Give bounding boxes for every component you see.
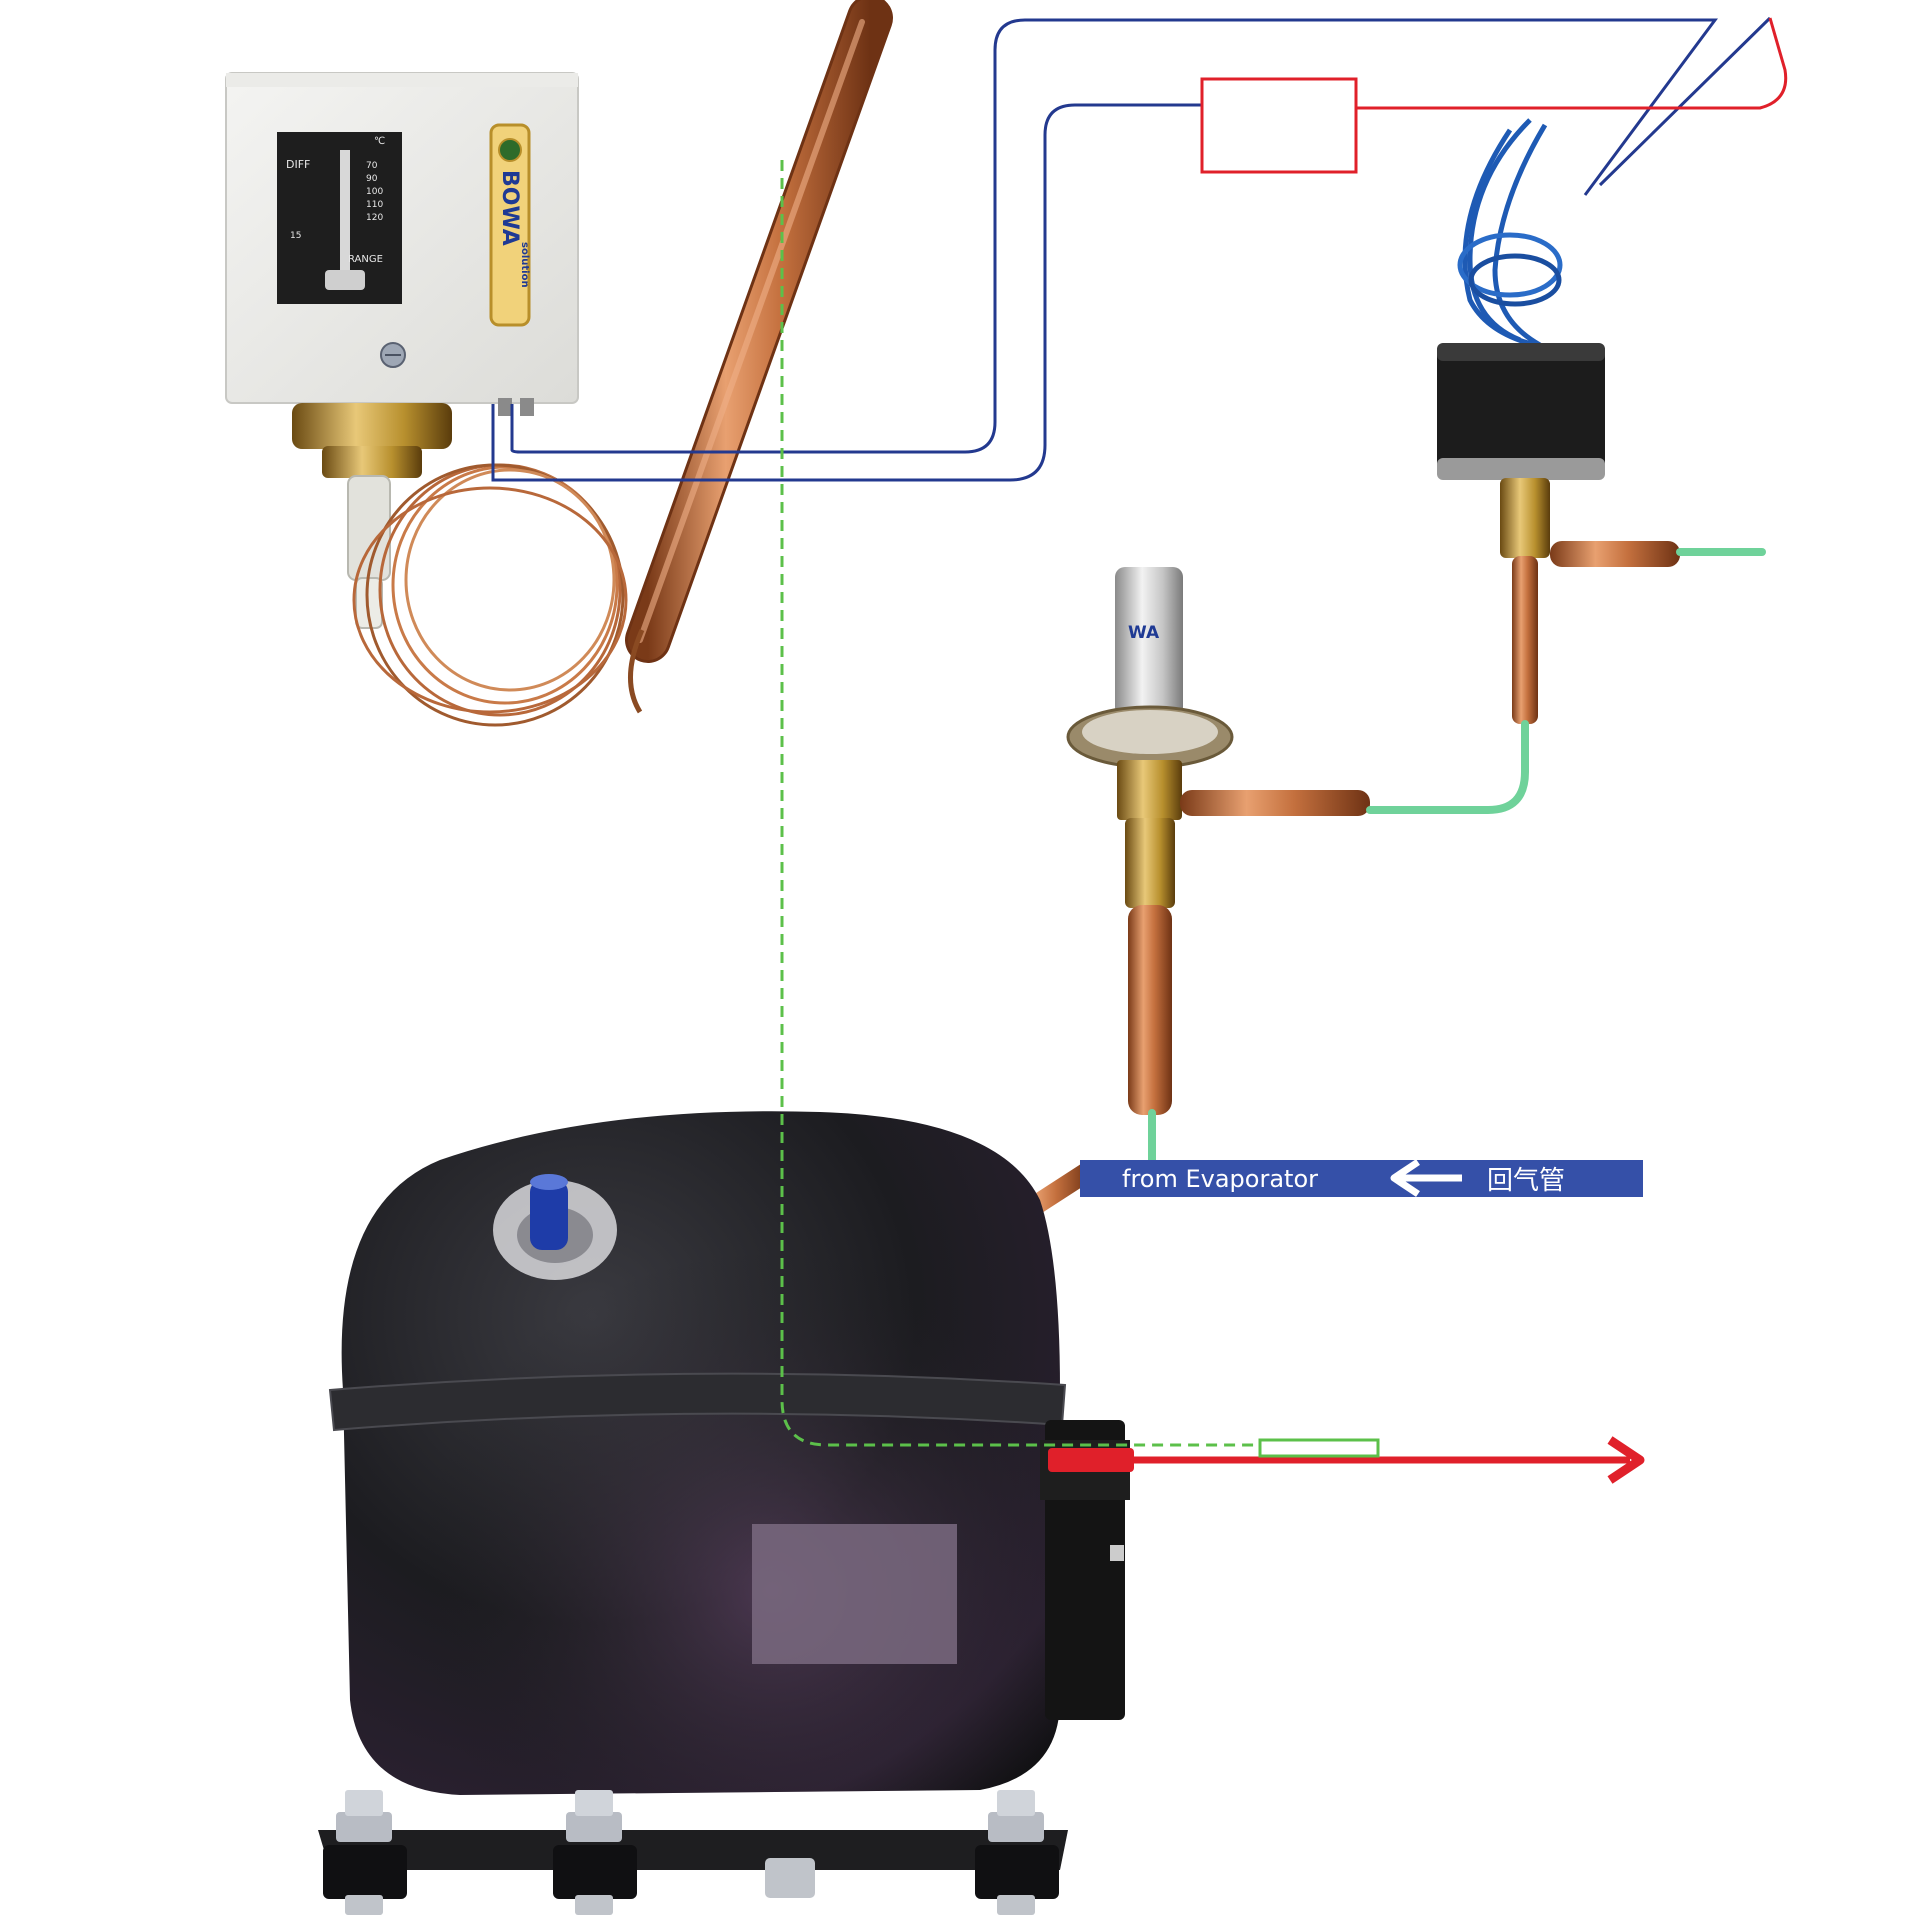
valve-brand: WA	[1128, 623, 1160, 643]
arrow-right-icon	[1607, 1436, 1645, 1484]
scale-value-0: 70	[366, 161, 378, 171]
scale-value-3: 110	[366, 200, 383, 210]
return-pipe-label-cn: 回气管	[1487, 1166, 1565, 1196]
dashed-capillary-line	[780, 160, 1260, 1447]
valve-side-port	[1180, 790, 1370, 816]
thermostat-brand-sub: solution	[519, 242, 530, 288]
relay-box	[1200, 77, 1358, 174]
sensing-bulb	[625, 0, 893, 714]
compressor	[318, 1111, 1130, 1915]
return-pipe-label: from Evaporator	[1122, 1165, 1318, 1193]
diff-label: DIFF	[286, 158, 310, 171]
red-wire	[1356, 17, 1788, 110]
discharge-line	[1048, 1436, 1645, 1484]
scale-value-2: 100	[366, 187, 383, 197]
mounting-feet	[323, 1790, 1059, 1915]
thermostat-switch: DIFF RANGE ℃ 70 90 100 110 120 15 BOWA s…	[225, 0, 893, 727]
range-label: RANGE	[348, 254, 383, 265]
solenoid-valve	[1437, 118, 1680, 724]
blue-wire-outer	[510, 18, 1718, 454]
compressor-label-plate	[752, 1524, 957, 1664]
solenoid-coil	[1437, 343, 1605, 471]
unit-label: ℃	[374, 136, 385, 147]
expansion-valve: WA	[1066, 567, 1370, 1115]
solenoid-lead-coil	[1457, 118, 1563, 353]
return-pipe-banner: from Evaporator 回气管	[1080, 1159, 1643, 1197]
green-connector-pipes	[1148, 548, 1766, 1169]
control-wiring	[491, 16, 1788, 482]
pipe-sensor	[1258, 1438, 1380, 1458]
compressor-top-port	[530, 1180, 568, 1250]
low-value: 15	[290, 231, 301, 241]
capillary-coil	[352, 463, 628, 727]
scale-value-4: 120	[366, 213, 383, 223]
blue-wire-inner	[491, 103, 1202, 482]
arrow-left-icon	[1390, 1159, 1462, 1197]
brand-logo-icon	[498, 138, 522, 162]
discharge-fitting	[1048, 1448, 1134, 1472]
thermostat-brand: BOWA	[497, 170, 522, 246]
scale-value-1: 90	[366, 174, 378, 184]
valve-head	[1115, 567, 1183, 717]
brass-fitting	[292, 403, 452, 449]
valve-outlet-pipe	[1128, 905, 1172, 1115]
brand-plate	[489, 123, 531, 327]
banner-bar	[1080, 1160, 1643, 1197]
compressor-base	[318, 1830, 1068, 1870]
